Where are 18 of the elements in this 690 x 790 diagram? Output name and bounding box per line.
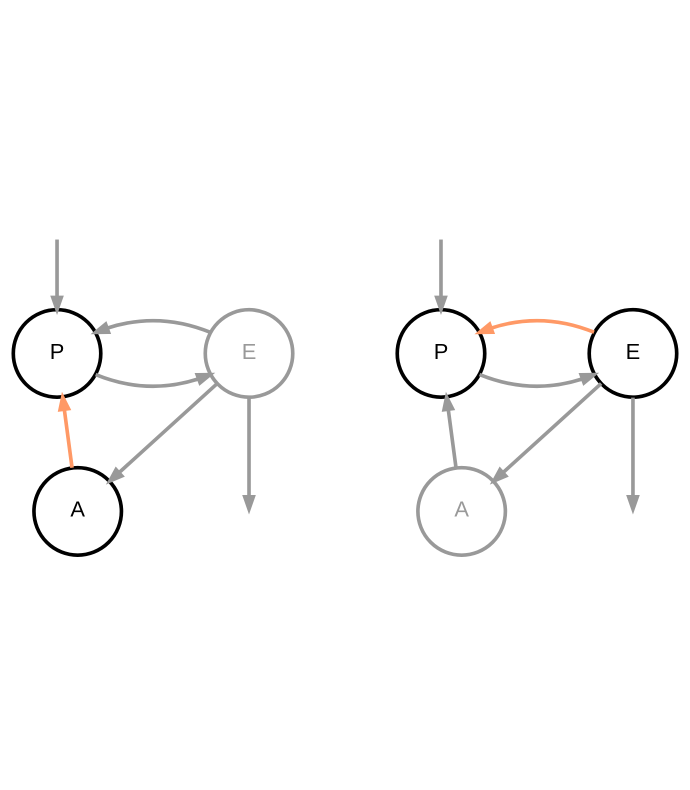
node-circle: P bbox=[11, 308, 103, 399]
arrow bbox=[90, 318, 211, 334]
arrow bbox=[106, 382, 218, 485]
node-circle: A bbox=[416, 466, 508, 557]
node-circle: P bbox=[395, 308, 487, 399]
arrow bbox=[442, 392, 458, 468]
arrow bbox=[95, 372, 216, 388]
arrow bbox=[490, 382, 602, 485]
node-circle: E bbox=[587, 308, 679, 399]
arrow bbox=[626, 398, 640, 515]
arrow bbox=[242, 398, 256, 515]
arrow bbox=[478, 372, 600, 388]
arrow bbox=[58, 392, 74, 468]
arrow bbox=[474, 318, 595, 334]
node-circle: A bbox=[32, 466, 124, 557]
arrow bbox=[434, 240, 448, 316]
node-circle: E bbox=[203, 308, 295, 399]
arrow bbox=[50, 240, 64, 316]
